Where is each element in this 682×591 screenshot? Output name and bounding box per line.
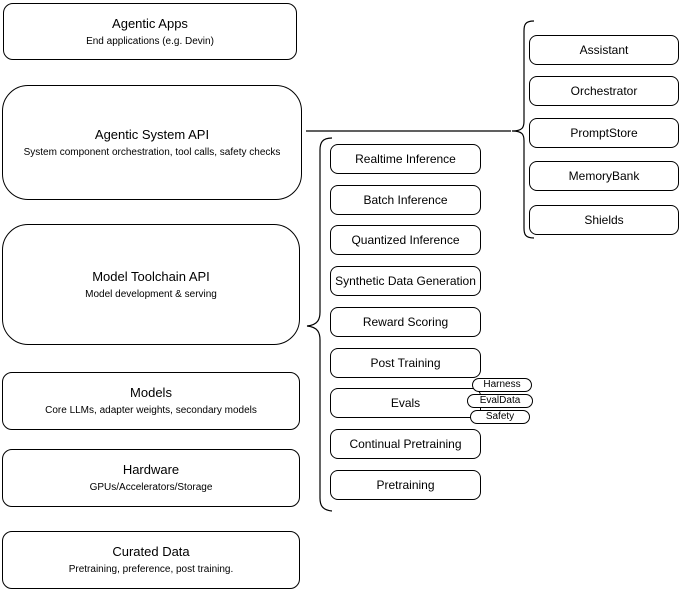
- node-realtime-inference: Realtime Inference: [330, 144, 481, 174]
- node-label: PromptStore: [570, 126, 638, 140]
- node-title: Agentic Apps: [112, 15, 188, 31]
- node-shields: Shields: [529, 205, 679, 235]
- node-label: Quantized Inference: [351, 233, 460, 247]
- node-title: Agentic System API: [94, 126, 210, 142]
- node-reward-scoring: Reward Scoring: [330, 307, 481, 337]
- node-label: Synthetic Data Generation: [335, 274, 476, 288]
- node-label: Orchestrator: [570, 84, 638, 98]
- pill-label: EvalData: [479, 395, 521, 406]
- node-title: Model Toolchain API: [92, 268, 210, 284]
- node-synthetic-data-generation: Synthetic Data Generation: [330, 266, 481, 296]
- node-subtitle: Pretraining, preference, post training.: [68, 564, 234, 575]
- pill-label: Harness: [483, 379, 521, 390]
- node-label: Batch Inference: [363, 193, 448, 207]
- brace-toolchain: [306, 137, 333, 512]
- node-label: Shields: [584, 213, 624, 227]
- node-curated-data: Curated Data Pretraining, preference, po…: [2, 531, 300, 589]
- node-promptstore: PromptStore: [529, 118, 679, 148]
- node-quantized-inference: Quantized Inference: [330, 225, 481, 255]
- pill-evaldata: EvalData: [467, 394, 533, 408]
- node-label: MemoryBank: [568, 169, 640, 183]
- node-label: Pretraining: [376, 478, 435, 492]
- node-subtitle: Model development & serving: [85, 288, 217, 300]
- node-agentic-apps: Agentic Apps End applications (e.g. Devi…: [3, 3, 297, 60]
- node-continual-pretraining: Continual Pretraining: [330, 429, 481, 459]
- node-assistant: Assistant: [529, 35, 679, 65]
- node-models: Models Core LLMs, adapter weights, secon…: [2, 372, 300, 430]
- node-post-training: Post Training: [330, 348, 481, 378]
- node-evals: Evals: [330, 388, 481, 418]
- pill-label: Safety: [485, 411, 515, 422]
- pill-harness: Harness: [472, 378, 532, 392]
- node-label: Evals: [390, 396, 421, 410]
- node-subtitle: End applications (e.g. Devin): [86, 35, 214, 47]
- node-title: Curated Data: [112, 544, 190, 559]
- node-agentic-system-api: Agentic System API System component orch…: [2, 85, 302, 200]
- node-label: Realtime Inference: [355, 152, 456, 166]
- node-orchestrator: Orchestrator: [529, 76, 679, 106]
- node-title: Hardware: [122, 462, 180, 477]
- node-subtitle: System component orchestration, tool cal…: [23, 146, 281, 158]
- node-batch-inference: Batch Inference: [330, 185, 481, 215]
- node-model-toolchain-api: Model Toolchain API Model development & …: [2, 224, 300, 345]
- pill-safety: Safety: [470, 410, 530, 424]
- node-hardware: Hardware GPUs/Accelerators/Storage: [2, 449, 300, 507]
- node-memorybank: MemoryBank: [529, 161, 679, 191]
- node-label: Continual Pretraining: [349, 437, 462, 451]
- node-pretraining: Pretraining: [330, 470, 481, 500]
- node-label: Assistant: [579, 43, 629, 57]
- node-subtitle: GPUs/Accelerators/Storage: [89, 482, 213, 493]
- node-subtitle: Core LLMs, adapter weights, secondary mo…: [45, 405, 257, 416]
- node-title: Models: [130, 385, 172, 400]
- node-label: Reward Scoring: [362, 315, 449, 329]
- node-label: Post Training: [370, 356, 441, 370]
